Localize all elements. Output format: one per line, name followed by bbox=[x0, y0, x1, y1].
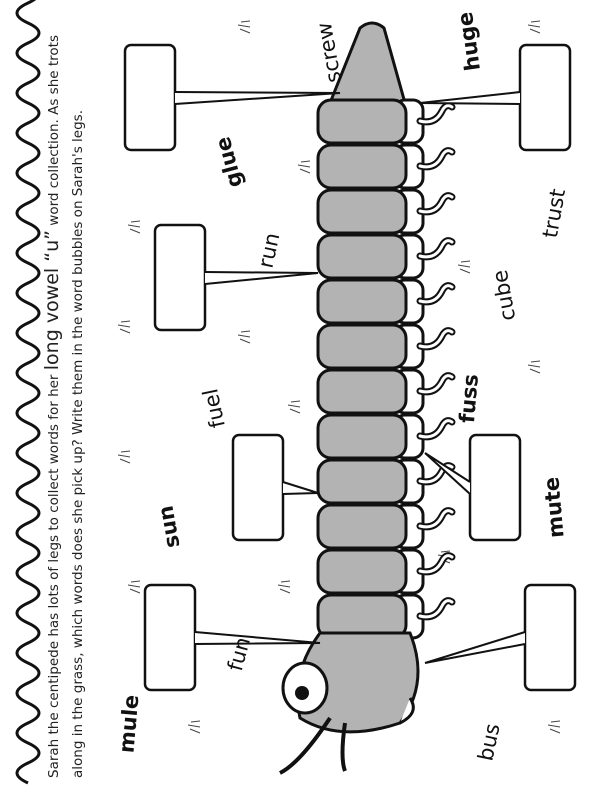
grass-tuft bbox=[297, 160, 311, 174]
grass-tuft bbox=[237, 330, 251, 344]
centipede-leg-fill bbox=[418, 104, 454, 124]
answer-box-pointer bbox=[194, 631, 321, 645]
instructions-emphasis: long vowel “u” bbox=[41, 230, 63, 371]
centipede-segment bbox=[316, 503, 408, 550]
centipede-segment bbox=[316, 278, 408, 325]
grass-tuft bbox=[277, 580, 291, 594]
centipede-leg-fill bbox=[418, 509, 454, 529]
answer-box[interactable] bbox=[143, 583, 197, 692]
centipede-mouth bbox=[399, 697, 415, 725]
centipede-segment bbox=[316, 188, 408, 235]
instructions: Sarah the centipede has lots of legs to … bbox=[40, 8, 90, 778]
instructions-text-1: Sarah the centipede has lots of legs to … bbox=[46, 374, 62, 778]
grass-tuft bbox=[527, 360, 541, 374]
centipede-leg-fill bbox=[418, 329, 454, 349]
word-fuss: fuss bbox=[454, 372, 484, 424]
grass-tuft bbox=[457, 260, 471, 274]
centipede-leg-fill bbox=[418, 419, 454, 439]
answer-box[interactable] bbox=[468, 433, 522, 542]
centipede-leg-fill bbox=[418, 194, 454, 214]
answer-box-pointer bbox=[424, 452, 471, 495]
centipede-segment bbox=[316, 458, 408, 505]
centipede-segment bbox=[316, 98, 408, 145]
centipede-segment bbox=[316, 323, 408, 370]
centipede-leg-fill bbox=[418, 554, 454, 574]
answer-box[interactable] bbox=[123, 43, 177, 152]
centipede-segment bbox=[316, 413, 408, 460]
centipede-antennae bbox=[279, 716, 347, 775]
centipede-segment bbox=[316, 143, 408, 190]
answer-box-pointer bbox=[419, 91, 521, 105]
answer-box-pointer bbox=[282, 481, 319, 495]
grass-tuft bbox=[127, 580, 141, 594]
grass-tuft bbox=[527, 20, 541, 34]
answer-box-pointer bbox=[424, 631, 526, 664]
wavy-border bbox=[15, 0, 41, 785]
centipede-tail bbox=[327, 21, 407, 105]
answer-box[interactable] bbox=[523, 583, 577, 692]
answer-box[interactable] bbox=[231, 433, 285, 542]
grass-tuft bbox=[237, 20, 251, 34]
centipede-segment bbox=[316, 233, 408, 280]
centipede-leg-fill bbox=[418, 284, 454, 304]
answer-box-pointer bbox=[204, 271, 319, 285]
centipede-leg-fill bbox=[418, 599, 454, 619]
grass-tuft bbox=[117, 450, 131, 464]
centipede-leg-fill bbox=[418, 374, 454, 394]
centipede-pupil bbox=[295, 686, 309, 700]
grass-tuft bbox=[187, 720, 201, 734]
grass-tuft bbox=[117, 320, 131, 334]
answer-box[interactable] bbox=[518, 43, 572, 152]
centipede-leg-fill bbox=[418, 149, 454, 169]
centipede-segment bbox=[316, 548, 408, 595]
grass-tuft bbox=[287, 400, 301, 414]
answer-box[interactable] bbox=[153, 223, 207, 332]
answer-box-pointer bbox=[174, 91, 341, 105]
centipede-leg-fill bbox=[418, 239, 454, 259]
centipede-segment bbox=[316, 368, 408, 415]
grass-tuft bbox=[547, 720, 561, 734]
word-mule: mule bbox=[114, 693, 144, 754]
centipede-leg-fill bbox=[418, 464, 454, 484]
grass-tuft bbox=[127, 220, 141, 234]
